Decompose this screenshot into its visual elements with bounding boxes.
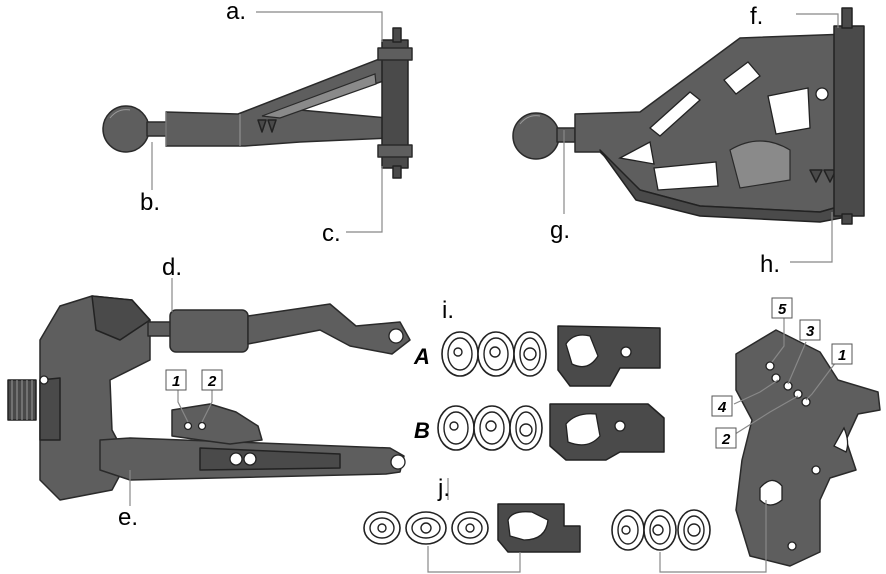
label-b: b. [140,189,160,216]
label-i: i. [442,297,454,324]
label-d: d. [162,254,182,281]
upright-assembly [7,295,411,501]
position-tags: 1 2 5 3 1 4 2 [165,297,853,449]
spacer-set-i [437,325,665,461]
label-f: f. [750,3,763,30]
a-arm-left [102,27,413,179]
ball-joint-right [512,112,560,160]
ball-joint-left [102,105,150,153]
label-a: a. [226,0,246,25]
a-arm-right [512,7,865,225]
row-a-washers [441,331,547,377]
label-e: e. [118,504,138,531]
tag-plate-2: 2 [721,431,731,448]
row-label-a: A [413,344,430,369]
arm-body-left [165,57,393,147]
tag-plate-4: 4 [717,399,727,416]
spacer-set-j [363,503,711,553]
label-j: j. [437,475,450,502]
label-c: c. [322,220,341,247]
tag-bracket-2: 2 [207,373,217,390]
label-g: g. [550,217,570,244]
ball-neck-left [146,121,168,137]
label-h: h. [760,251,780,278]
row-b-washers [437,405,543,451]
tie-rod-arm [247,303,411,355]
tag-plate-1: 1 [838,347,846,364]
tag-plate-3: 3 [806,323,815,340]
leader-lines [129,11,839,573]
link-bracket [171,403,263,445]
pivot-shaft-right [833,25,865,217]
plate-body [735,329,881,567]
tie-rod-sleeve [169,309,249,353]
tag-bracket-1: 1 [172,373,180,390]
row-label-b: B [414,418,430,443]
mounting-plate [735,329,881,567]
tag-plate-5: 5 [778,301,787,318]
